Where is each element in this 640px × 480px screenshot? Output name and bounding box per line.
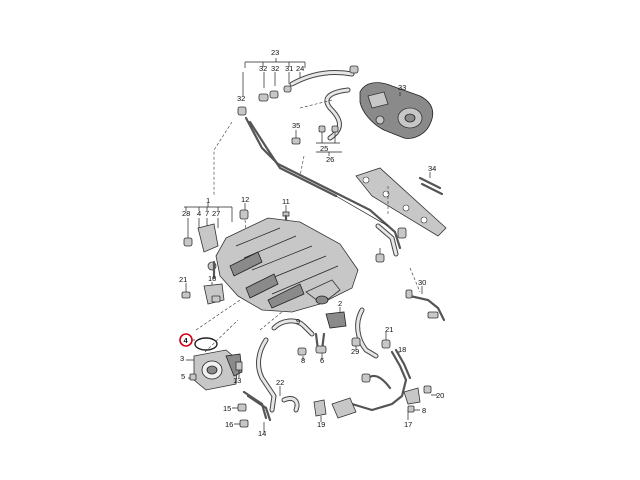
component-33 (359, 82, 434, 139)
callout-31: 31 (285, 64, 293, 73)
pipe-14 (232, 390, 272, 432)
callout-26: 26 (326, 155, 334, 164)
sensor-2 (325, 307, 347, 329)
part-19 (313, 399, 327, 422)
intake-manifold (207, 217, 359, 313)
callout-6: 6 (320, 356, 324, 365)
callout-32: 32 (237, 94, 245, 103)
callout-1: 1 (206, 196, 210, 205)
parts-10-21 (181, 282, 225, 305)
bracket-23 (242, 58, 306, 96)
callout-35: 35 (292, 121, 300, 130)
callout-4-highlight: 4 (184, 336, 189, 345)
callout-22: 22 (276, 378, 284, 387)
callout-15: 15 (223, 404, 231, 413)
dashed-guides (195, 99, 421, 353)
callout-21: 21 (179, 275, 187, 284)
callout-9: 9 (296, 317, 300, 326)
hose-22 (256, 337, 300, 413)
callout-8: 8 (422, 406, 426, 415)
part-35-25 (291, 125, 342, 156)
callout-8: 8 (301, 356, 305, 365)
pipe-30 (405, 286, 446, 322)
callout-33: 33 (398, 83, 406, 92)
pipe-assembly-17 (331, 307, 437, 420)
callout-12: 12 (241, 195, 249, 204)
callout-28: 28 (182, 209, 190, 218)
callout-23: 23 (271, 48, 279, 57)
callout-27: 27 (212, 209, 220, 218)
callout-2: 2 (338, 299, 342, 308)
bolt-13 (235, 361, 243, 378)
callout-3: 3 (180, 354, 184, 363)
callout-4: 4 (197, 209, 201, 218)
callout-32: 32 (271, 64, 279, 73)
callout-5: 5 (181, 372, 185, 381)
highlighted-callout-4: 4 (179, 333, 193, 347)
vacuum-line (244, 116, 402, 250)
hose-9 (271, 318, 327, 360)
o-ring-4 (194, 337, 218, 351)
bracket-1 (183, 203, 249, 253)
fuel-line-right (375, 223, 407, 263)
callout-10: 10 (208, 274, 216, 283)
gasket-34 (355, 167, 447, 237)
callout-19: 19 (317, 420, 325, 429)
callout-18: 18 (398, 345, 406, 354)
callout-13: 13 (233, 376, 241, 385)
hose-connectors-top (237, 85, 292, 116)
callout-21: 21 (385, 325, 393, 334)
callout-14: 14 (258, 429, 266, 438)
callout-labels: 23 32 32 31 24 32 33 35 25 26 34 1 12 28… (179, 48, 444, 438)
callout-17: 17 (404, 420, 412, 429)
callout-25: 25 (320, 144, 328, 153)
throttle-body-3 (186, 337, 243, 391)
callout-11: 11 (282, 197, 290, 206)
callout-24: 24 (296, 64, 304, 73)
callout-30: 30 (418, 278, 426, 287)
callout-34: 34 (428, 164, 436, 173)
callout-20: 20 (436, 391, 444, 400)
callout-32: 32 (259, 64, 267, 73)
callout-7: 7 (205, 209, 209, 218)
callout-16: 16 (225, 420, 233, 429)
callout-29: 29 (351, 347, 359, 356)
